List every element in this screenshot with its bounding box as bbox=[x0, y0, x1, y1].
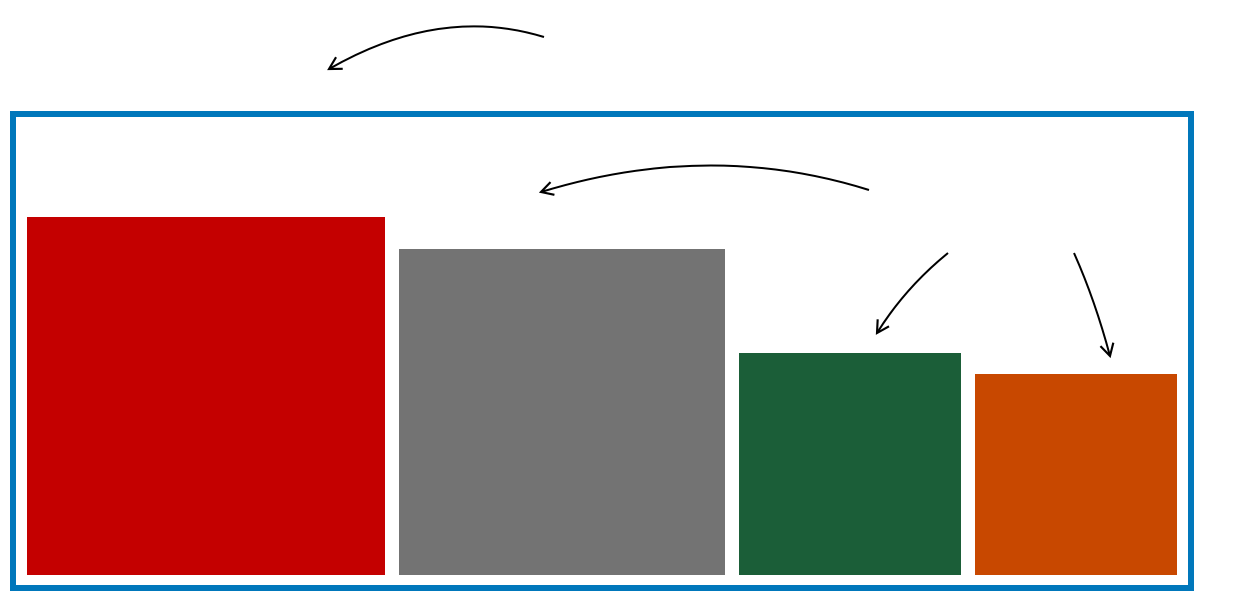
arrow-top-left bbox=[327, 25, 545, 71]
red-block bbox=[27, 217, 385, 575]
outer-frame bbox=[10, 111, 1194, 591]
gray-block bbox=[399, 249, 725, 575]
green-block bbox=[739, 353, 961, 575]
arrow-right-to-green bbox=[875, 252, 949, 335]
arrow-right-to-orange bbox=[1073, 252, 1115, 359]
orange-block bbox=[975, 374, 1177, 575]
arrow-middle-long bbox=[538, 164, 870, 196]
